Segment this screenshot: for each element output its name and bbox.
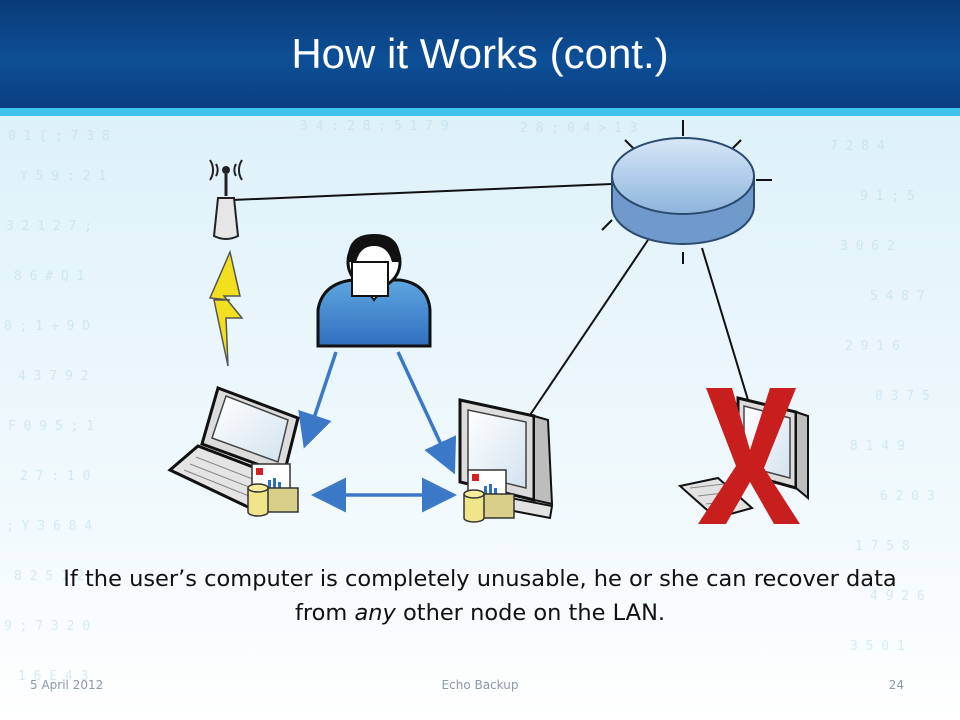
footer-date: 5 April 2012 [30, 678, 104, 692]
svg-text:2 7 : 1 0: 2 7 : 1 0 [20, 469, 90, 484]
backup-database-icon [463, 469, 515, 523]
caption-text: If the user’s computer is completely unu… [63, 566, 897, 626]
slide-title: How it Works (cont.) [291, 30, 669, 77]
backup-database-icon [247, 463, 299, 517]
svg-text:1 7 5 8: 1 7 5 8 [855, 539, 910, 554]
svg-text:7 2 8 4: 7 2 8 4 [830, 139, 885, 154]
svg-text:F 0 9 5 ; 1: F 0 9 5 ; 1 [8, 419, 94, 434]
user-icon [316, 234, 432, 348]
svg-text:9 ; 7 3 2 0: 9 ; 7 3 2 0 [4, 619, 90, 634]
slide-caption: If the user’s computer is completely unu… [40, 562, 920, 630]
svg-text:3 0 6 2: 3 0 6 2 [840, 239, 895, 254]
data-flow-arrows [298, 351, 457, 513]
lightning-icon [208, 249, 244, 367]
svg-text:9 1 ; 5: 9 1 ; 5 [860, 189, 915, 204]
arrow-user-to-laptop [298, 351, 338, 449]
svg-text:8 2 5 1 2: 8 2 5 1 2 [14, 569, 84, 584]
arrow-user-to-desktop [396, 351, 457, 475]
title-underline [0, 108, 960, 116]
svg-text:2 9 1 6: 2 9 1 6 [845, 339, 900, 354]
caption-emphasis: any [354, 600, 396, 626]
svg-text:5 4 8 7: 5 4 8 7 [870, 289, 925, 304]
svg-text:2 8 ; 0 4 > 1 3: 2 8 ; 0 4 > 1 3 [520, 121, 637, 136]
link-server-failed-desktop [701, 247, 749, 401]
matrix-background: 0 1 [ ; 7 3 8 Y 5 9 : 2 1 3 2 1 2 7 ; 8 … [4, 119, 935, 684]
failure-x-icon [698, 388, 800, 524]
footer-center: Echo Backup [441, 678, 519, 692]
link-server-desktop [527, 239, 649, 419]
svg-text:0 3 7 5: 0 3 7 5 [875, 389, 930, 404]
footer-page-number: 24 [888, 678, 904, 692]
antenna-icon [209, 159, 243, 240]
server-disk-icon [601, 120, 772, 264]
svg-text:6 2 0 3: 6 2 0 3 [880, 489, 935, 504]
svg-text:Y 5 9 : 2 1: Y 5 9 : 2 1 [20, 169, 106, 184]
caption-text-end: other node on the LAN. [395, 600, 666, 626]
svg-text:3 2 1 2 7 ;: 3 2 1 2 7 ; [6, 219, 92, 234]
svg-text:1 6 E 4 3: 1 6 E 4 3 [18, 669, 88, 684]
svg-text:0 1 [ ; 7 3 8: 0 1 [ ; 7 3 8 [8, 129, 110, 144]
svg-text:0 ; 1 + 9 D: 0 ; 1 + 9 D [4, 319, 90, 334]
svg-text:8 1 4 9: 8 1 4 9 [850, 439, 905, 454]
network-links [231, 183, 749, 419]
svg-text:; Y 3 6 8 4: ; Y 3 6 8 4 [6, 519, 92, 534]
svg-text:4 3 7 9 2: 4 3 7 9 2 [18, 369, 88, 384]
svg-text:3 5 0 1: 3 5 0 1 [850, 639, 905, 654]
svg-text:4 9 2 6: 4 9 2 6 [870, 589, 925, 604]
title-bar [0, 0, 960, 108]
link-antenna-server [231, 183, 613, 201]
svg-text:8 6 # Q 1: 8 6 # Q 1 [14, 269, 84, 284]
svg-text:3 4 : 2 8 ; 5 1 7 9: 3 4 : 2 8 ; 5 1 7 9 [300, 119, 449, 134]
